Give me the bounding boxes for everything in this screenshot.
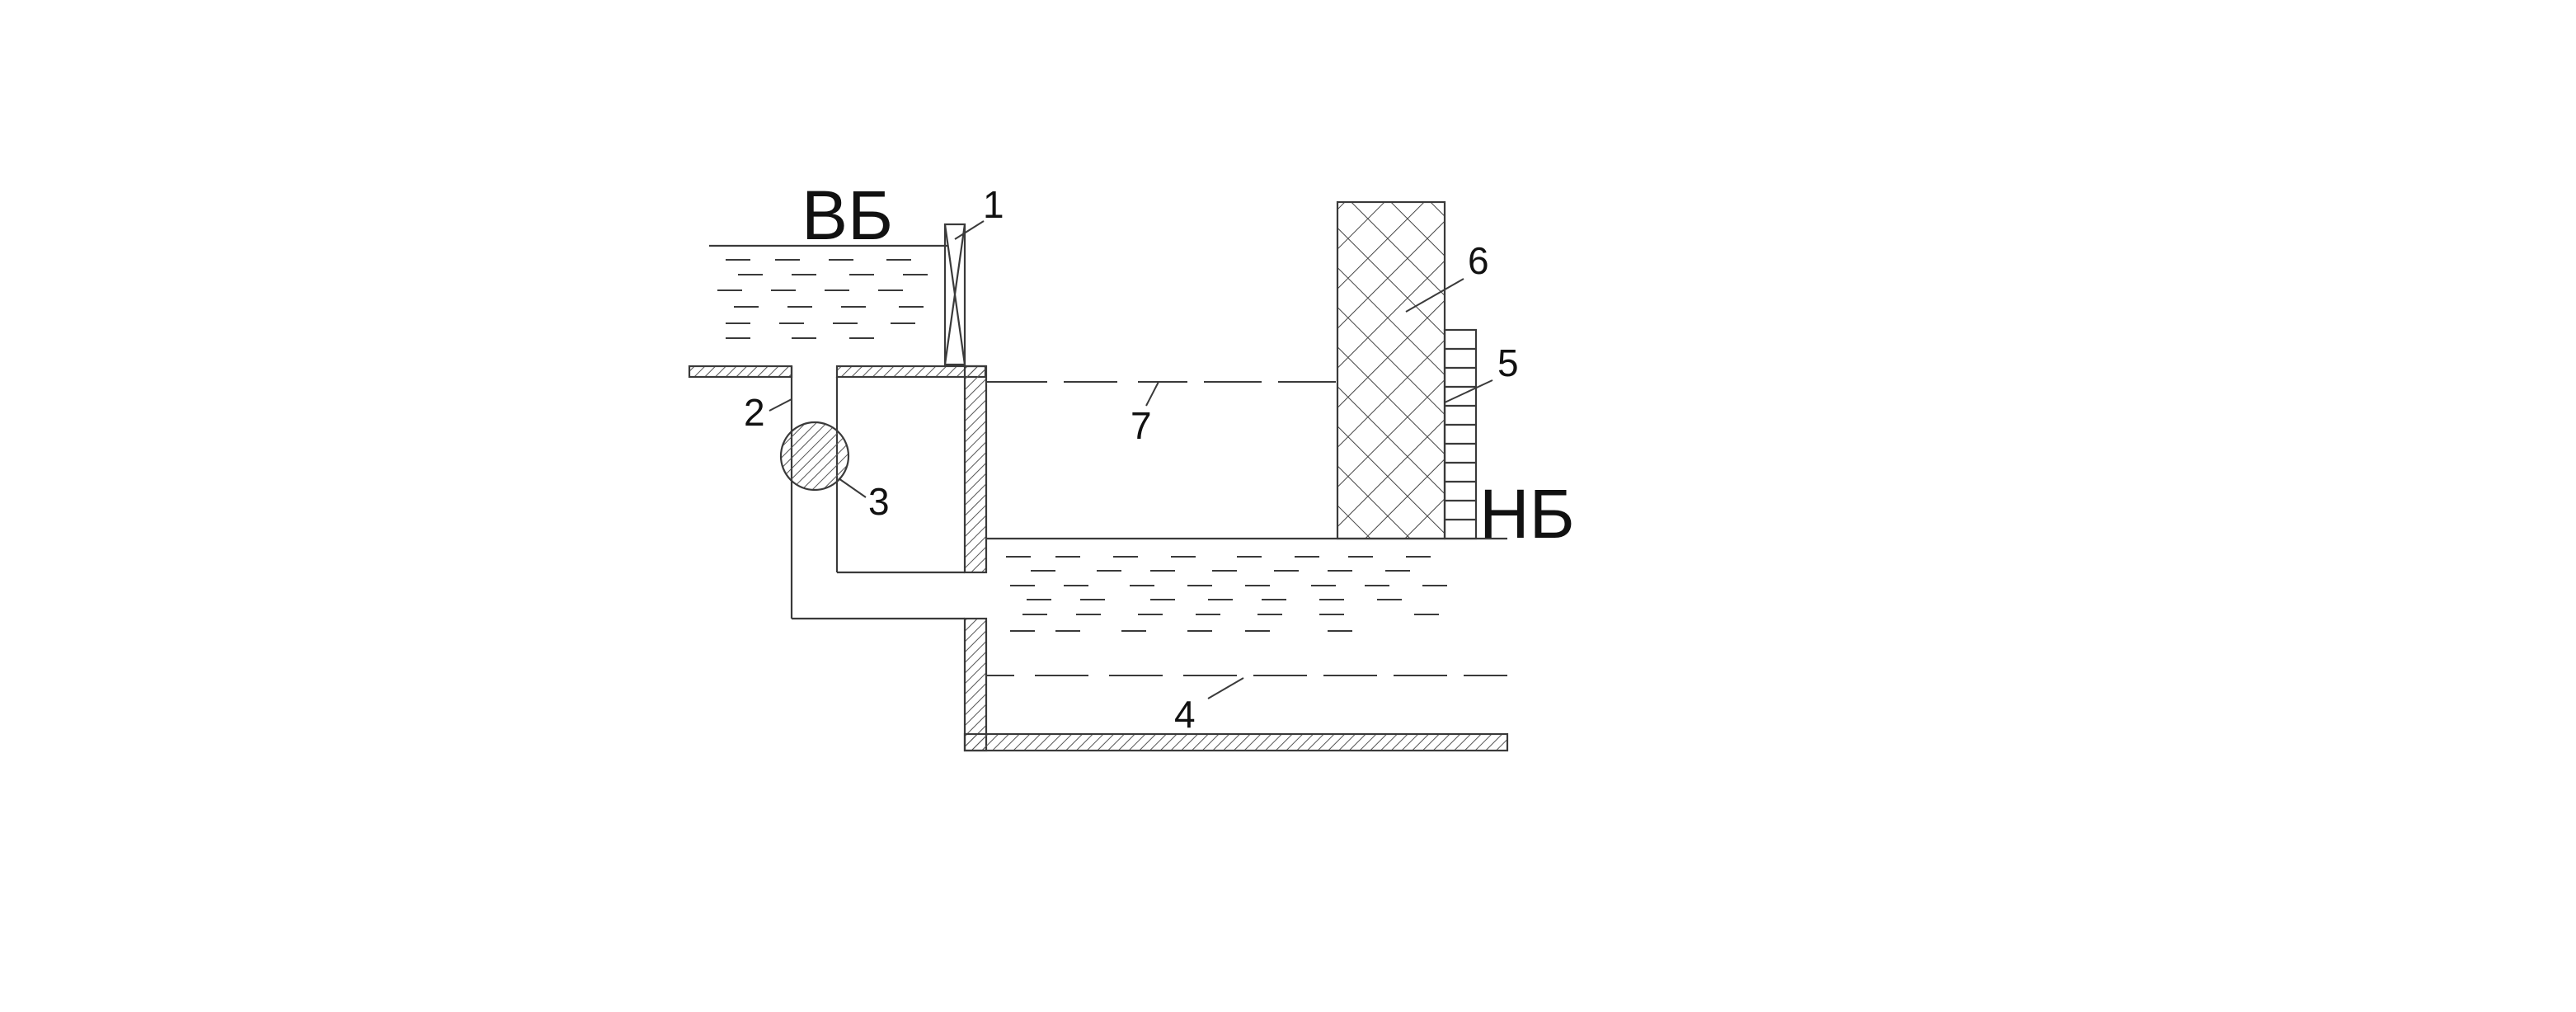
callout-2: 2 — [744, 391, 765, 434]
lower-water-dashes — [1006, 556, 1447, 632]
gate-element-1 — [943, 223, 966, 366]
callout-6: 6 — [1468, 239, 1489, 282]
stack-element-5 — [1443, 328, 1478, 540]
callout-4: 4 — [1174, 693, 1196, 736]
callout-5: 5 — [1497, 341, 1519, 384]
upper-water-dashes — [717, 259, 928, 339]
chamber-right-wall — [963, 365, 988, 574]
intake-conduit-2 — [790, 366, 965, 620]
left-slab — [688, 365, 793, 379]
basin-4 — [963, 617, 1509, 752]
upper-pool-label: ВБ — [801, 177, 893, 254]
chamber-top-slab — [835, 365, 987, 379]
callout-7: 7 — [1131, 404, 1152, 447]
callout-3: 3 — [868, 480, 890, 523]
lower-pool-label: НБ — [1479, 475, 1575, 553]
structure-6 — [1336, 200, 1446, 540]
callout-1: 1 — [983, 183, 1004, 226]
leader-lines — [769, 220, 1493, 699]
circular-element-3 — [779, 421, 850, 492]
